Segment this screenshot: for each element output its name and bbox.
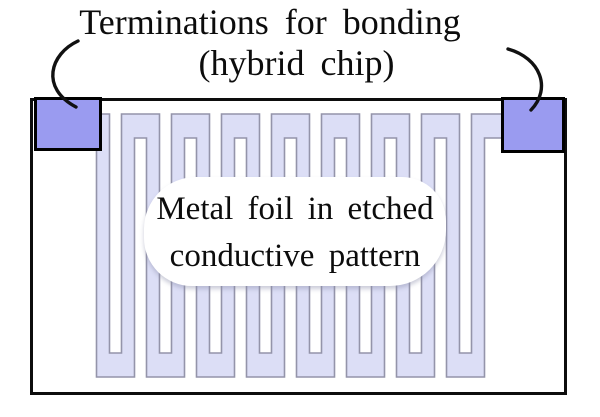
figure-title-line1: Terminations for bonding — [79, 2, 461, 42]
leader-line-left — [51, 39, 80, 109]
chip-label: Metal foil in etched conductive pattern — [145, 186, 445, 280]
label-bubble — [144, 177, 446, 286]
termination-pad-left — [34, 97, 102, 151]
figure-title-line2: (hybrid chip) — [198, 43, 395, 83]
chip-label-line1: Metal foil in etched — [156, 191, 434, 227]
leader-line-right — [506, 47, 544, 112]
chip-label-line2: conductive pattern — [169, 238, 421, 274]
